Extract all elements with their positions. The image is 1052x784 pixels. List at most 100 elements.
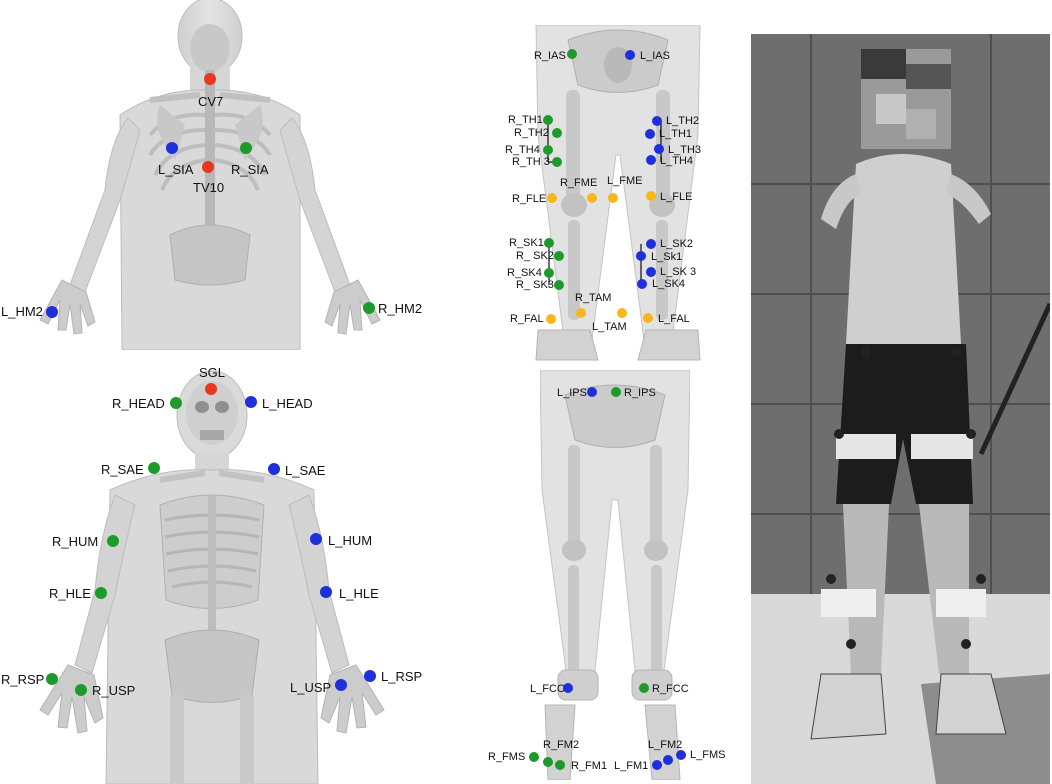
label-R_TH3: R_TH 3: [512, 156, 550, 168]
marker-R_TH2: [552, 128, 562, 138]
marker-L_FM1: [652, 760, 662, 770]
marker-R_TAM: [576, 308, 586, 318]
marker-R_TH1: [543, 115, 553, 125]
marker-L_SK4: [637, 279, 647, 289]
panel-upper-front: [0, 355, 440, 784]
label-R_RSP: R_RSP: [1, 672, 45, 687]
marker-R_HUM: [107, 535, 119, 547]
marker-L_FME: [608, 193, 618, 203]
marker-R_TH3: [552, 157, 562, 167]
label-R_FM2: R_FM2: [543, 739, 580, 751]
label-L_FLE: L_FLE: [660, 191, 693, 203]
marker-R_FM2: [543, 757, 553, 767]
label-L_SK2: L_SK2: [660, 238, 694, 250]
marker-R_HM2: [363, 302, 375, 314]
label-L_SK4: L_SK4: [652, 278, 686, 290]
marker-L_SK3: [646, 267, 656, 277]
marker-L_FCC: [563, 683, 573, 693]
label-R_IPS: R_IPS: [624, 387, 656, 399]
label-L_RSP: L_RSP: [381, 669, 423, 684]
lower-back-body-illustration: [540, 370, 690, 780]
label-R_USP: R_USP: [92, 683, 136, 698]
label-R_TH1: R_TH1: [508, 114, 543, 126]
label-R_SK2: R_ SK2: [516, 250, 554, 262]
lower-front-body-illustration: [535, 25, 701, 361]
marker-R_SK3: [554, 280, 564, 290]
label-L_FM1: L_FM1: [614, 760, 649, 772]
label-L_FME: L_FME: [607, 175, 643, 187]
marker-L_IAS: [625, 50, 635, 60]
label-SGL: SGL: [199, 365, 226, 380]
label-R_HEAD: R_HEAD: [112, 396, 165, 411]
label-TV10: TV10: [193, 180, 225, 195]
label-L_FCC: L_FCC: [530, 683, 565, 695]
label-L_TH4: L_TH4: [660, 155, 694, 167]
label-L_IPS: L_IPS: [557, 387, 587, 399]
marker-L_TAM: [617, 308, 627, 318]
marker-L_SAE: [268, 463, 280, 475]
marker-L_SIA: [166, 142, 178, 154]
marker-L_HLE: [320, 586, 332, 598]
marker-L_FM2: [663, 755, 673, 765]
marker-L_FAL: [643, 313, 653, 323]
label-L_SK3: L_SK 3: [660, 266, 697, 278]
label-L_SAE: L_SAE: [285, 463, 326, 478]
marker-L_IPS: [587, 387, 597, 397]
label-R_HUM: R_HUM: [52, 534, 99, 549]
marker-L_RSP: [364, 670, 376, 682]
marker-R_FAL: [546, 314, 556, 324]
marker-R_SK4: [544, 268, 554, 278]
label-L_IAS: L_IAS: [640, 50, 670, 62]
marker-L_FMS: [676, 750, 686, 760]
label-L_TH2: L_TH2: [666, 115, 700, 127]
label-R_SK4: R_SK4: [507, 267, 542, 279]
marker-R_SK2: [554, 251, 564, 261]
marker-L_HUM: [310, 533, 322, 545]
label-R_FLE: R_FLE: [512, 193, 547, 205]
marker-L_HM2: [46, 306, 58, 318]
subject-photo-illustration: [751, 34, 1050, 784]
label-L_SK1: L_Sk1: [651, 251, 683, 263]
marker-R_FCC: [639, 683, 649, 693]
panel-lower-back: [540, 370, 690, 780]
label-L_HM2: L_HM2: [1, 304, 43, 319]
label-L_HLE: L_HLE: [339, 586, 379, 601]
label-R_TH4: R_TH4: [505, 144, 540, 156]
label-R_FME: R_FME: [560, 177, 598, 189]
marker-R_FLE: [547, 193, 557, 203]
marker-R_HEAD: [170, 397, 182, 409]
label-L_FAL: L_FAL: [658, 313, 690, 325]
marker-L_FLE: [646, 191, 656, 201]
label-L_HUM: L_HUM: [328, 533, 373, 548]
label-R_HM2: R_HM2: [378, 301, 423, 316]
label-R_SK3: R_ SK3: [516, 279, 554, 291]
marker-R_RSP: [46, 673, 58, 685]
label-L_FMS: L_FMS: [690, 749, 726, 761]
marker-R_SK1: [544, 238, 554, 248]
marker-R_FME: [587, 193, 597, 203]
marker-R_SAE: [148, 462, 160, 474]
label-R_TH2: R_TH2: [514, 127, 549, 139]
label-L_TH3: L_TH3: [668, 144, 702, 156]
marker-L_SK1: [636, 251, 646, 261]
marker-L_HEAD: [245, 396, 257, 408]
label-L_TAM: L_TAM: [592, 321, 627, 333]
marker-R_USP: [75, 684, 87, 696]
label-R_FCC: R_FCC: [652, 683, 689, 695]
marker-R_HLE: [95, 587, 107, 599]
marker-R_IAS: [567, 49, 577, 59]
marker-L_TH1: [645, 129, 655, 139]
label-R_FM1: R_FM1: [571, 760, 608, 772]
label-L_SIA: L_SIA: [158, 162, 194, 177]
label-R_SIA: R_SIA: [231, 162, 269, 177]
marker-R_FM1: [555, 760, 565, 770]
marker-R_IPS: [611, 387, 621, 397]
label-R_SK1: R_SK1: [509, 237, 544, 249]
panel-lower-front: [498, 25, 738, 370]
upper-front-body-illustration: [39, 370, 385, 784]
marker-CV7: [204, 73, 216, 85]
subject-photo: [751, 34, 1050, 784]
label-R_SAE: R_SAE: [101, 462, 144, 477]
marker-L_USP: [335, 679, 347, 691]
label-R_IAS: R_IAS: [534, 50, 566, 62]
